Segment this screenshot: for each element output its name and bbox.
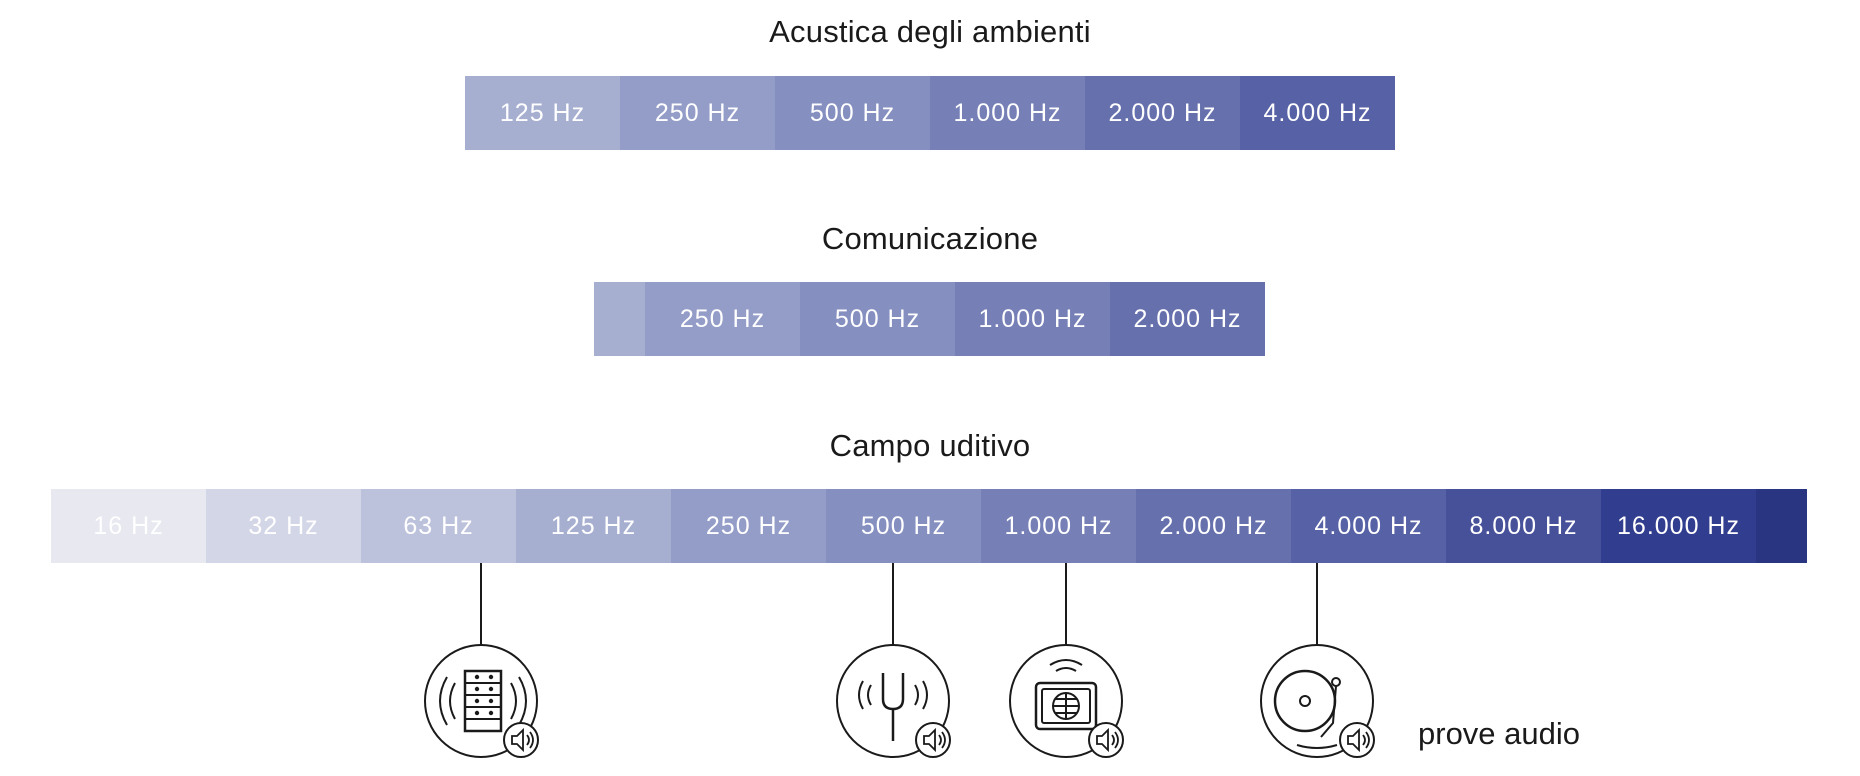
audio-tests-label: prove audio <box>1418 716 1581 751</box>
frequency-segment: 1.000 Hz <box>955 282 1110 356</box>
frequency-segment: 125 Hz <box>465 76 620 150</box>
frequency-segment <box>594 282 645 356</box>
frequency-segment: 500 Hz <box>800 282 955 356</box>
connector-1000hz <box>1065 563 1067 645</box>
frequency-segment: 16.000 Hz <box>1601 489 1756 563</box>
section-title-comunicazione: Comunicazione <box>821 221 1039 256</box>
frequency-segment: 2.000 Hz <box>1110 282 1265 356</box>
frequency-segment: 1.000 Hz <box>981 489 1136 563</box>
frequency-segment: 63 Hz <box>361 489 516 563</box>
frequency-segment: 2.000 Hz <box>1136 489 1291 563</box>
frequency-segment: 16 Hz <box>51 489 206 563</box>
frequency-segment: 4.000 Hz <box>1240 76 1395 150</box>
frequency-segment: 250 Hz <box>671 489 826 563</box>
connector-63hz <box>480 563 482 645</box>
speaker-icon <box>503 722 539 758</box>
connector-500hz <box>892 563 894 645</box>
speaker-icon <box>1088 722 1124 758</box>
speaker-icon <box>915 722 951 758</box>
section-title-acustica: Acustica degli ambienti <box>769 14 1091 49</box>
section-title-campo-uditivo: Campo uditivo <box>829 428 1031 463</box>
frequency-segment: 8.000 Hz <box>1446 489 1601 563</box>
tuning-fork-icon <box>833 641 953 761</box>
frequency-segment: 250 Hz <box>620 76 775 150</box>
frequency-segment: 1.000 Hz <box>930 76 1085 150</box>
frequency-segment: 250 Hz <box>645 282 800 356</box>
speaker-cabinet-icon <box>421 641 541 761</box>
frequency-segment <box>1756 489 1807 563</box>
frequency-segment: 125 Hz <box>516 489 671 563</box>
frequency-segment: 32 Hz <box>206 489 361 563</box>
frequency-segment: 2.000 Hz <box>1085 76 1240 150</box>
frequency-segment: 4.000 Hz <box>1291 489 1446 563</box>
radio-broadcast-icon <box>1006 641 1126 761</box>
speaker-icon <box>1339 722 1375 758</box>
connector-4000hz <box>1316 563 1318 645</box>
frequency-segment: 500 Hz <box>775 76 930 150</box>
frequency-segment: 500 Hz <box>826 489 981 563</box>
turntable-icon <box>1257 641 1377 761</box>
